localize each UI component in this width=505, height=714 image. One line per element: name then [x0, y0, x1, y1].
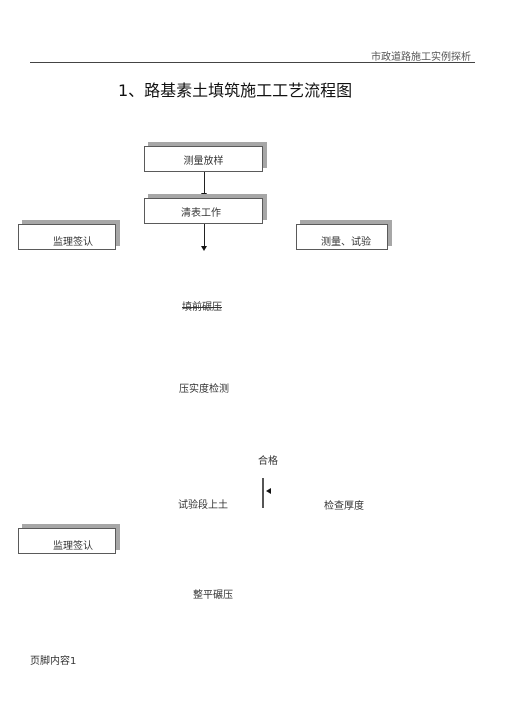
- connector-line: [204, 224, 205, 247]
- flow-box-clear-surface-label: 清表工作: [181, 207, 221, 219]
- arrowhead-down-icon: [201, 246, 207, 251]
- label-trial-section-fill: 试验段上土: [178, 500, 228, 511]
- flow-box-survey-layout: 测量放样: [144, 146, 263, 172]
- header-rule: [30, 62, 475, 63]
- label-check-thickness: 检查厚度: [324, 501, 364, 512]
- label-compaction-test: 压实度检测: [179, 384, 229, 395]
- flow-box-supervisor-signoff-2: 监理签认: [18, 528, 116, 554]
- header-title: 市政道路施工实例探析: [371, 52, 471, 63]
- label-pre-fill-compaction: 填前碾压: [182, 302, 222, 313]
- label-qualified: 合格: [258, 456, 278, 467]
- flow-box-clear-surface: 清表工作: [144, 198, 263, 224]
- connector-line: [204, 172, 205, 194]
- arrowhead-left-icon: [266, 488, 271, 494]
- label-level-compaction: 整平碾压: [193, 590, 233, 601]
- flow-box-supervisor-signoff-1: 监理签认: [18, 224, 116, 250]
- document-title: 1、路基素土填筑施工工艺流程图: [118, 81, 353, 100]
- flow-box-supervisor-signoff-2-label: 监理签认: [53, 540, 93, 552]
- flow-box-survey-test-label: 测量、试验: [321, 236, 371, 248]
- flow-box-survey-layout-label: 测量放样: [183, 155, 224, 167]
- flow-box-survey-test: 测量、试验: [296, 224, 388, 250]
- flow-box-supervisor-signoff-1-label: 监理签认: [53, 236, 93, 248]
- footer-text: 页脚内容1: [30, 656, 77, 667]
- connector-bar: [262, 478, 264, 508]
- arrowhead-down-icon: [201, 193, 207, 198]
